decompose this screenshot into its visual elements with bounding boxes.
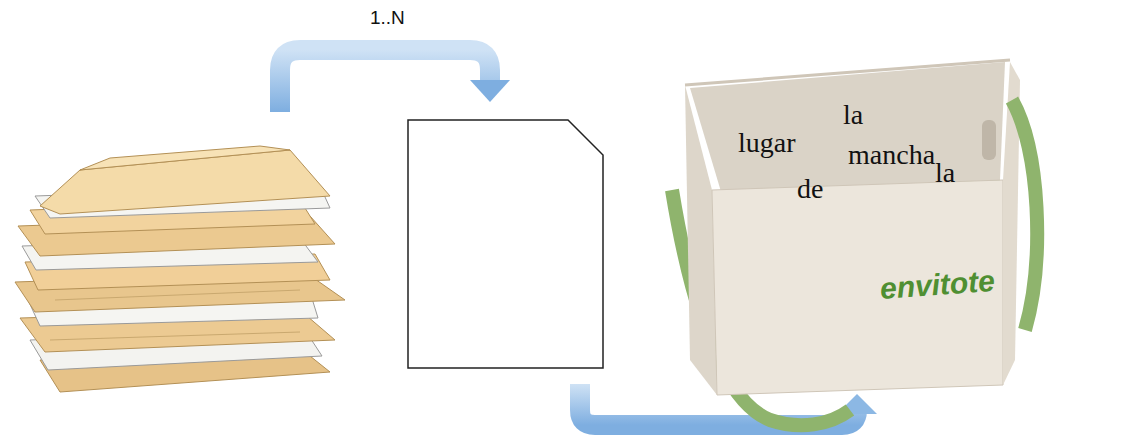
bag-word: lugar [738,128,796,159]
tote-bag [672,60,1037,425]
folder-stack [15,146,345,392]
flow-arrow [280,50,510,112]
document-icon [408,120,603,368]
bag-word: de [797,174,823,205]
multiplicity-label: 1..N [370,8,405,29]
bag-word: mancha [848,140,935,171]
bag-word: la [843,100,863,131]
bag-word: la [935,158,955,189]
